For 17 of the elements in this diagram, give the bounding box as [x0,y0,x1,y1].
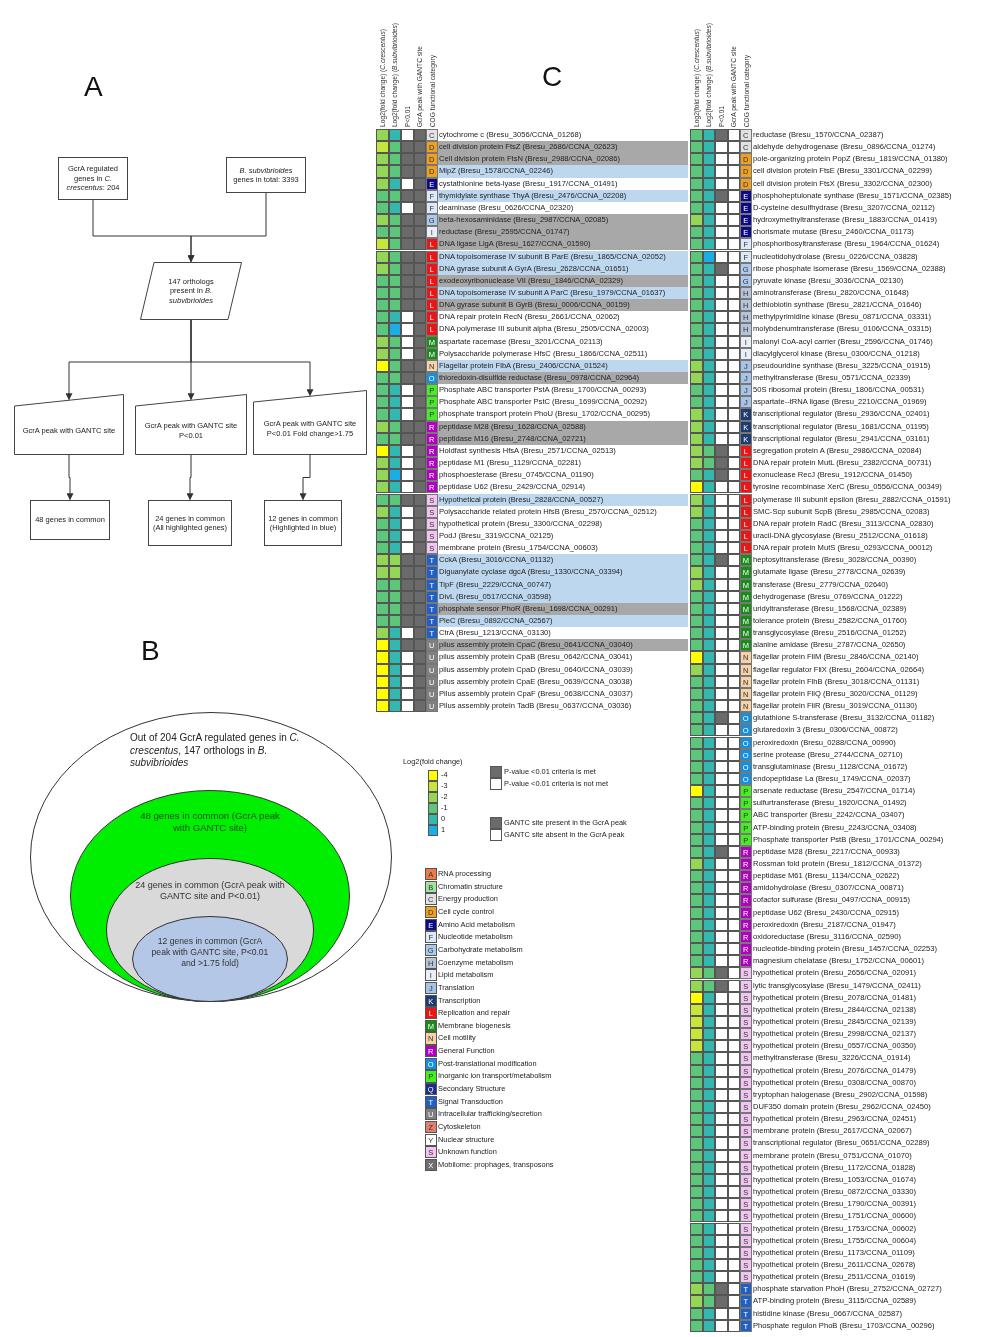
panel-letter: C [542,62,563,92]
connector-arrow [187,192,267,263]
process-box [30,500,110,540]
connector-arrow [299,454,311,501]
process-box [226,157,306,193]
ellipse-label: 12 genes in common (GcrA peak with GANTC site, P<0.01 and >1.75 fold) [150,936,270,969]
process-box [264,500,342,546]
ellipse-label: 24 genes in common (GcrA peak with GANTC site and P<0.01) [135,880,285,903]
connector-arrow [186,454,194,501]
process-box [58,157,128,200]
process-box [148,500,232,546]
ellipse-label: Out of 204 GcrA regulated genes in C. crescentus, 147 orthologs in B. subvibrioides [130,732,301,770]
panel-letter: A [84,72,103,102]
ellipse-label: 48 genes in common (GcrA peak with GANTC site) [139,810,281,834]
connector-arrow [66,454,74,501]
connector-arrow [190,319,314,397]
panel-letter: B [141,636,160,666]
